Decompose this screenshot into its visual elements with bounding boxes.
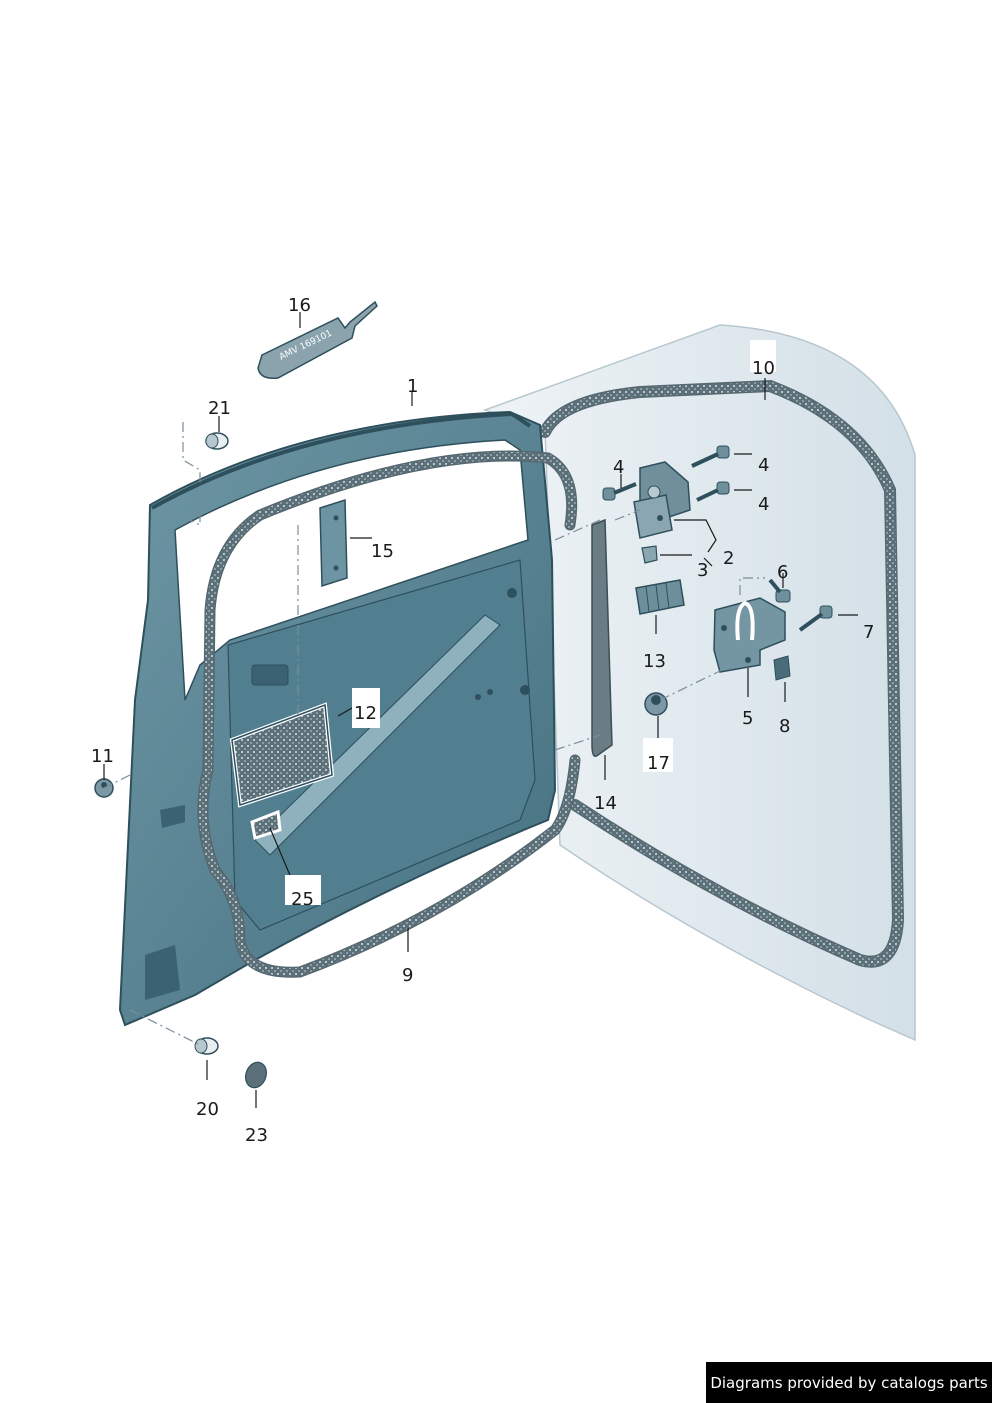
car-body-panel	[482, 324, 916, 1042]
callout-14: 14	[594, 793, 617, 814]
callout-backgrounds	[285, 340, 776, 905]
sound-pad-12	[229, 702, 335, 808]
lower-hinge-5	[713, 597, 786, 673]
plug-21	[205, 432, 229, 450]
callout-5: 5	[742, 708, 753, 729]
hinge-pin-3	[641, 545, 658, 564]
assembly-lines	[103, 422, 765, 1046]
bumper-13	[635, 579, 685, 615]
callout-6: 6	[777, 562, 788, 583]
callout-17: 17	[647, 753, 670, 774]
bolt-7	[798, 605, 833, 632]
callout-2: 2	[723, 548, 734, 569]
callout-20: 20	[196, 1099, 219, 1120]
callout-7: 7	[863, 622, 874, 643]
bolt-4a	[602, 482, 637, 501]
callout-4a: 4	[613, 457, 624, 478]
bolt-4b	[691, 445, 730, 468]
cap-23	[245, 1061, 267, 1089]
pad-25	[250, 809, 282, 840]
callout-25: 25	[291, 889, 314, 910]
bolt-4c	[696, 481, 730, 502]
callout-labels: 1 2 3 4 4 4 5 6 7 8 9 10 11 12 13 14 15 …	[91, 295, 874, 1146]
callout-10: 10	[752, 358, 775, 379]
leader-lines	[103, 312, 858, 1108]
adhesive-tube-16: AMV 169101	[257, 300, 378, 380]
door-shell-1	[118, 410, 557, 1027]
door-top-seal	[151, 411, 532, 510]
callout-13: 13	[643, 651, 666, 672]
callout-8: 8	[779, 716, 790, 737]
callout-11: 11	[91, 746, 114, 767]
callout-23: 23	[245, 1125, 268, 1146]
callout-15: 15	[371, 541, 394, 562]
callout-1: 1	[407, 376, 418, 397]
cap-8	[773, 655, 791, 681]
callout-21: 21	[208, 398, 231, 419]
credit-banner: Diagrams provided by catalogs parts	[706, 1362, 992, 1403]
plug-20	[194, 1037, 219, 1055]
bolt-6	[768, 578, 791, 603]
nut-17	[644, 692, 668, 716]
callout-4b: 4	[758, 455, 769, 476]
callout-9: 9	[402, 965, 413, 986]
callout-3: 3	[697, 560, 708, 581]
callout-12: 12	[354, 703, 377, 724]
strip-14	[591, 518, 613, 757]
callout-4c: 4	[758, 494, 769, 515]
bracket-15	[319, 498, 348, 588]
callout-16: 16	[288, 295, 311, 316]
upper-hinge-2	[633, 461, 691, 539]
